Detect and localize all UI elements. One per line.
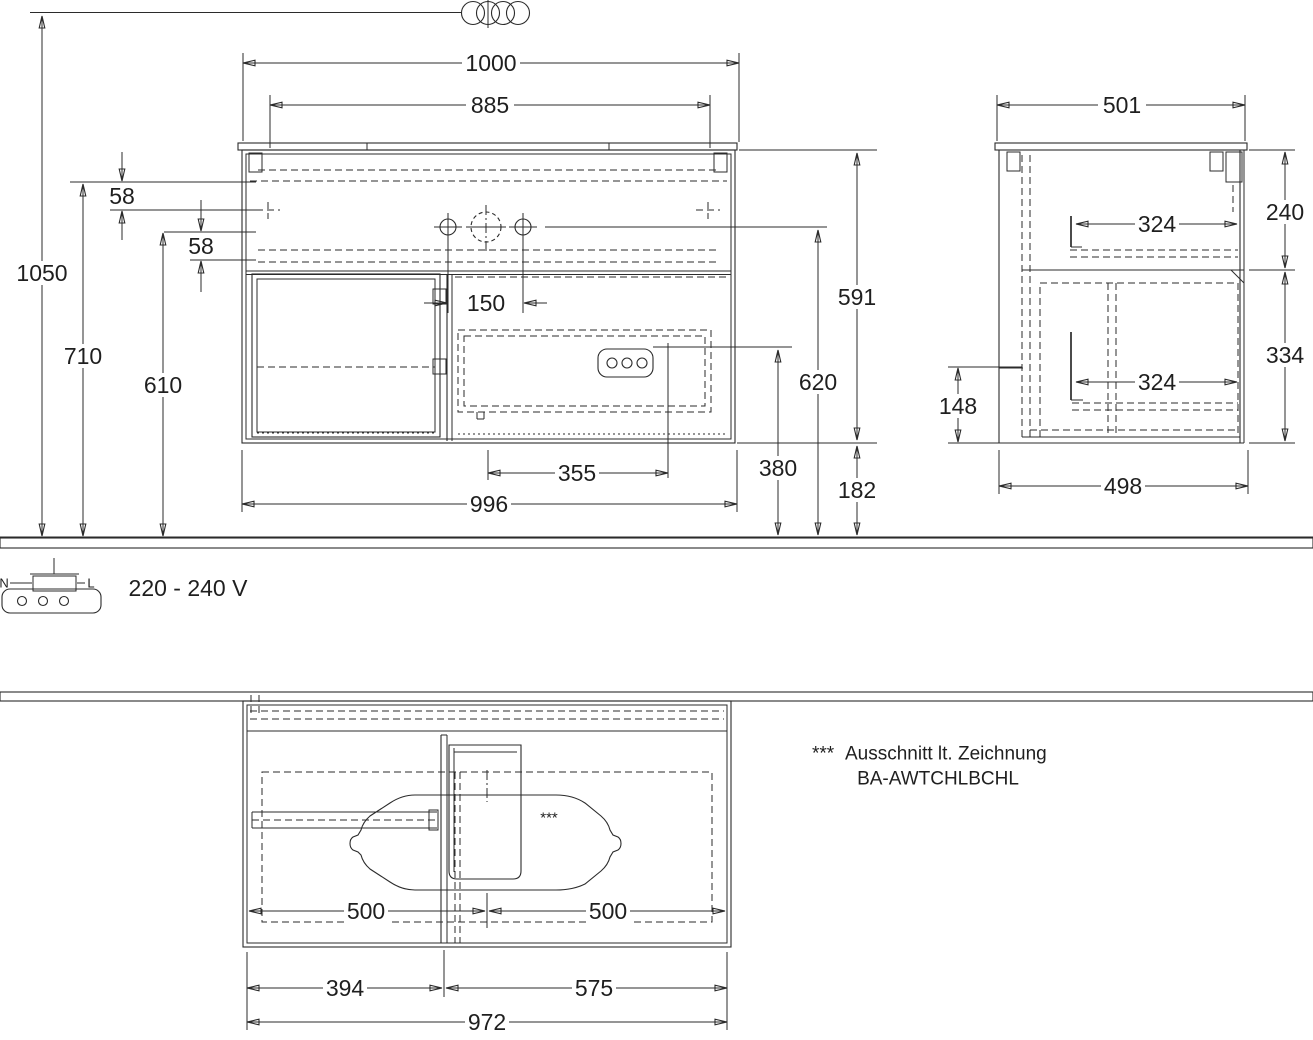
side-dimensions: 501 240 334 324 324 148 49 [936,92,1307,499]
dim-tap-spacing-label: 150 [467,290,505,316]
dim-slide-upper-label: 324 [1138,211,1177,237]
cabinet-outline [241,149,736,444]
mounting-bracket-right [713,152,728,173]
plan-view: *** 500 500 394 575 972 [242,695,732,1035]
plan-outline [242,700,732,948]
power-supply-note: N L 220 - 240 V [0,558,249,614]
dim-gap-top-label: 58 [109,183,135,209]
tap-position-symbol [30,0,531,28]
front-view: 1000 885 150 1050 710 610 [14,0,879,537]
side-view: 501 240 334 324 324 148 49 [936,92,1307,499]
footnote-marker: *** [812,744,835,765]
drain-cutout [448,744,522,880]
dim-body-width-label: 996 [470,491,508,517]
dim-plan-width-label: 972 [468,1009,506,1035]
dim-outlet-height-label: 620 [799,369,837,395]
plan-dimensions: 500 500 394 575 972 [246,898,728,1035]
dim-bowl-left-label: 500 [347,898,385,924]
cutout-footnote: *** Ausschnitt lt. Zeichnung BA-AWTCHLBC… [812,744,1047,790]
floor-line [0,536,1313,549]
dim-module-left-label: 394 [326,975,365,1001]
dim-gap-front-label: 58 [188,233,214,259]
tap-hole-center [466,205,506,252]
dim-body-height-label: 591 [838,284,876,310]
dim-slide-lower-label: 324 [1138,369,1177,395]
basin-cutout-marker: *** [540,810,558,827]
terminal-l-label: L [87,576,94,591]
dim-rim-height-label: 710 [64,343,102,369]
dim-socket-height-label: 380 [759,455,797,481]
front-dimensions: 1000 885 150 1050 710 610 [14,15,879,537]
mounting-bracket-left [248,152,263,173]
door-left [251,273,447,438]
basin-outline [349,794,622,891]
dim-bottom-section-label: 334 [1266,342,1305,368]
worktop-front [237,142,738,151]
terminal-n-label: N [0,576,9,591]
dim-mixer-height-label: 1050 [16,260,67,286]
dim-module-right-label: 575 [575,975,613,1001]
power-plug-icon: N L [0,558,102,614]
worktop-side [994,142,1248,151]
dim-body-depth-label: 498 [1104,473,1142,499]
dim-inner-width-label: 885 [471,92,509,118]
dim-recess-height-label: 148 [939,393,977,419]
dim-top-section-label: 240 [1266,199,1304,225]
dim-total-width-label: 1000 [465,50,516,76]
footnote-line2: BA-AWTCHLBCHL [857,769,1019,790]
socket-outlet [597,348,654,378]
dim-clearance-label: 182 [838,477,876,503]
power-rating-label: 220 - 240 V [129,575,249,601]
wall-line [0,691,1313,702]
open-compartment [455,276,728,435]
footnote-line1: Ausschnitt lt. Zeichnung [845,744,1047,765]
dim-depth-total-label: 501 [1103,92,1141,118]
dim-trap-offset-label: 355 [558,460,596,486]
drawer-rail [251,809,439,831]
dim-bowl-right-label: 500 [589,898,627,924]
dim-apron-height-label: 610 [144,372,182,398]
